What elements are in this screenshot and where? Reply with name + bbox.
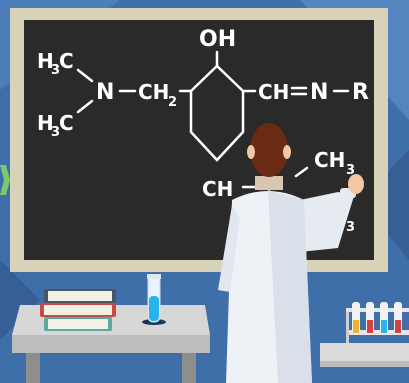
nitrogen-right: N — [310, 80, 328, 105]
scientist-hand — [348, 174, 364, 194]
bg-shape-left — [0, 260, 40, 340]
chevron-right-icon — [0, 165, 10, 195]
ch3-right-ch: CH — [314, 148, 345, 172]
chemical-formula: H 3 C H 3 C N CH 2 OH CH N R CH 3 CH 3 C… — [37, 27, 369, 235]
h3c-top-c: C — [59, 49, 74, 73]
ch3-right-subscript: 3 — [346, 163, 355, 178]
h3c-top-h: H — [37, 49, 54, 73]
ch2-subscript: 2 — [168, 95, 177, 110]
book-stack — [40, 289, 116, 331]
ch-bottom: CH — [202, 177, 233, 201]
ch3-lower-subscript: 3 — [346, 220, 355, 235]
ch2-ch: CH — [138, 80, 169, 104]
h3c-bottom-c: C — [59, 111, 74, 135]
nitrogen-left: N — [96, 80, 114, 105]
scientist — [218, 123, 364, 383]
test-tube-rack — [346, 302, 409, 343]
test-tube — [142, 274, 166, 325]
h3c-top-subscript: 3 — [51, 63, 60, 78]
hydroxyl: OH — [199, 27, 236, 52]
ch-imine: CH — [258, 80, 289, 104]
scientist-arm — [300, 192, 354, 252]
h3c-bottom-h: H — [37, 111, 54, 135]
chemical-bonds — [76, 50, 350, 189]
right-desk — [320, 343, 409, 367]
scientist-coat-shade — [268, 190, 312, 383]
r-group: R — [352, 80, 369, 105]
scientist-hair — [250, 123, 288, 177]
h3c-bottom-subscript: 3 — [51, 125, 60, 140]
